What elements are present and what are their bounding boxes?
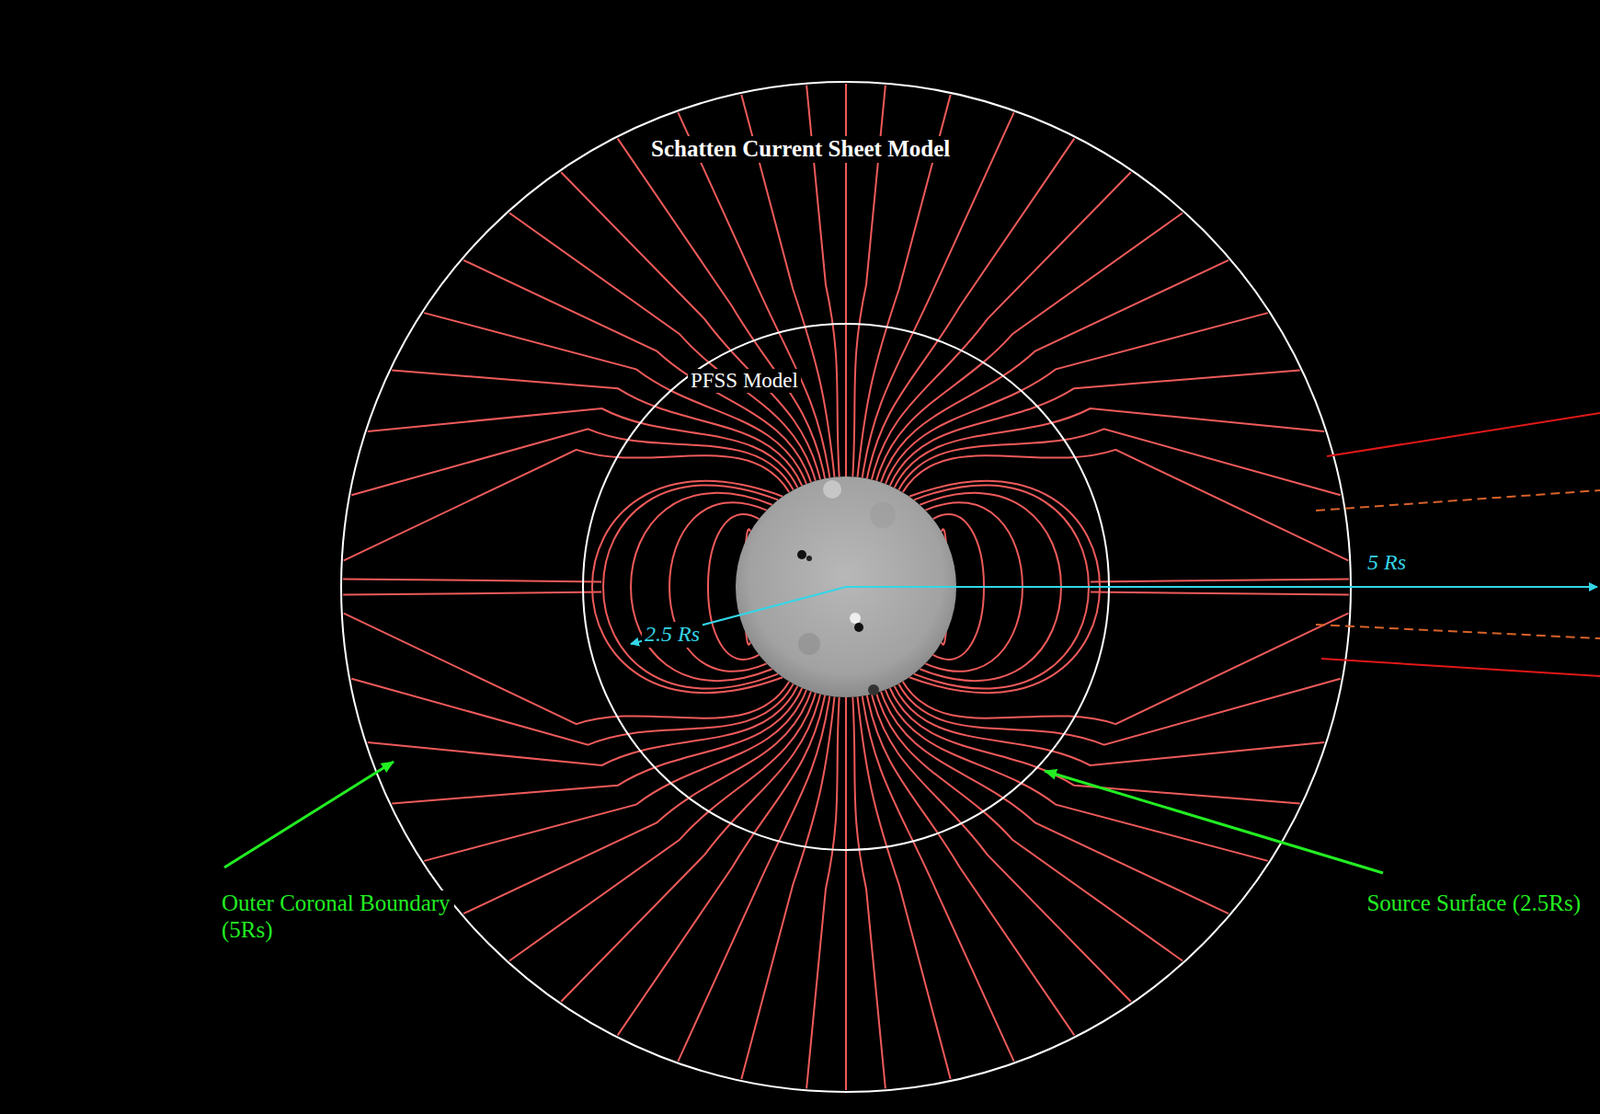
sheet-edge-line: [1321, 658, 1600, 676]
field-line: [871, 694, 1132, 1002]
pointer-arrow: [224, 761, 394, 868]
field-line: [617, 695, 825, 1036]
field-line: [894, 408, 1326, 488]
field-line: [876, 213, 1183, 481]
field-line: [423, 689, 807, 861]
field-line: [845, 697, 847, 1090]
sheet-dashed-line: [1315, 490, 1600, 511]
field-line: [741, 696, 835, 1079]
field-line: [560, 171, 821, 480]
field-line: [343, 613, 790, 725]
boundary-label: Outer Coronal Boundary (5Rs): [218, 890, 455, 944]
field-line: [1090, 592, 1349, 595]
field-line: [617, 138, 825, 480]
field-line: [342, 592, 602, 595]
field-line: [902, 613, 1349, 725]
field-line: [862, 696, 1015, 1062]
field-line: [463, 260, 812, 482]
sheet-dashed-line: [1315, 624, 1600, 639]
field-line: [867, 695, 1075, 1036]
field-line: [342, 578, 602, 582]
field-line: [677, 696, 830, 1062]
field-line: [1090, 578, 1349, 582]
field-line: [509, 692, 816, 960]
field-line: [857, 696, 951, 1079]
sheet-edge-line: [1326, 412, 1600, 457]
field-line: [367, 685, 799, 766]
field-line: [880, 691, 1229, 914]
field-line: [902, 449, 1349, 561]
radius-label: 5 Rs: [1364, 549, 1409, 576]
field-line: [852, 697, 886, 1089]
field-line: [894, 685, 1326, 766]
model-title: PFSS Model: [687, 368, 801, 393]
field-line: [862, 112, 1015, 478]
radius-label: 2.5 Rs: [641, 621, 703, 648]
field-line: [423, 312, 807, 484]
field-line: [806, 697, 840, 1089]
field-line: [885, 689, 1269, 861]
field-line: [876, 692, 1183, 960]
field-line: [509, 213, 816, 481]
field-line: [463, 691, 812, 914]
radius-arrow: [845, 585, 1598, 588]
field-line: [885, 312, 1269, 484]
field-line: [867, 138, 1075, 480]
field-line: [871, 171, 1132, 480]
model-title: Schatten Current Sheet Model: [648, 136, 953, 163]
field-line: [343, 449, 790, 561]
field-line: [880, 260, 1229, 482]
field-line: [677, 112, 830, 478]
boundary-label: Source Surface (2.5Rs): [1363, 890, 1584, 917]
field-line: [560, 694, 821, 1002]
pointer-arrow: [1044, 770, 1383, 873]
field-line: [367, 408, 799, 488]
